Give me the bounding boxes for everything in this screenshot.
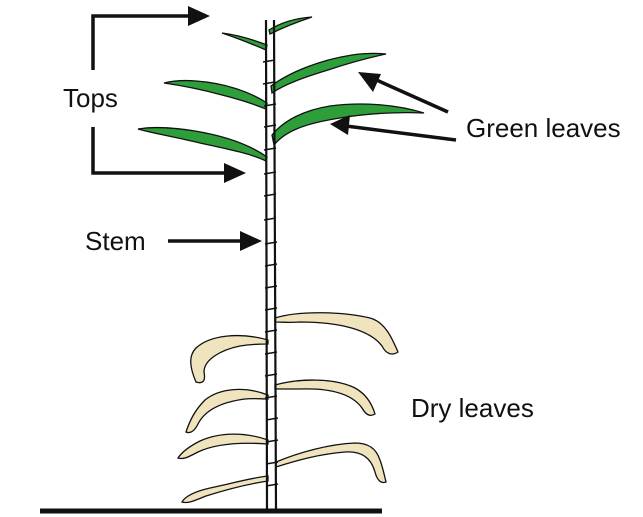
dry-leaf — [276, 443, 386, 483]
tops-bracket-upper — [93, 16, 192, 70]
label-green-leaves: Green leaves — [466, 113, 621, 143]
label-dry-leaves: Dry leaves — [411, 393, 534, 423]
label-stem: Stem — [85, 226, 146, 256]
dry-leaf — [275, 380, 375, 415]
pointer-line — [346, 126, 456, 140]
stem — [263, 20, 278, 511]
green-leaves-group — [138, 17, 424, 161]
dry-leaf — [182, 476, 268, 503]
arrowhead-icon — [188, 6, 210, 26]
dry-leaf — [178, 434, 268, 458]
label-tops: Tops — [63, 83, 118, 113]
green-leaf — [164, 81, 267, 109]
dry-leaf — [191, 336, 268, 383]
stem-right-edge — [274, 20, 276, 511]
dry-leaf — [275, 313, 398, 354]
green-leaf — [269, 17, 312, 34]
dry-leaves-group — [178, 313, 398, 503]
arrowhead-icon — [224, 163, 246, 183]
dry-leaf — [186, 389, 268, 432]
arrowhead-icon — [240, 231, 262, 251]
green-leaf — [138, 128, 267, 161]
green-leaf — [222, 33, 267, 50]
